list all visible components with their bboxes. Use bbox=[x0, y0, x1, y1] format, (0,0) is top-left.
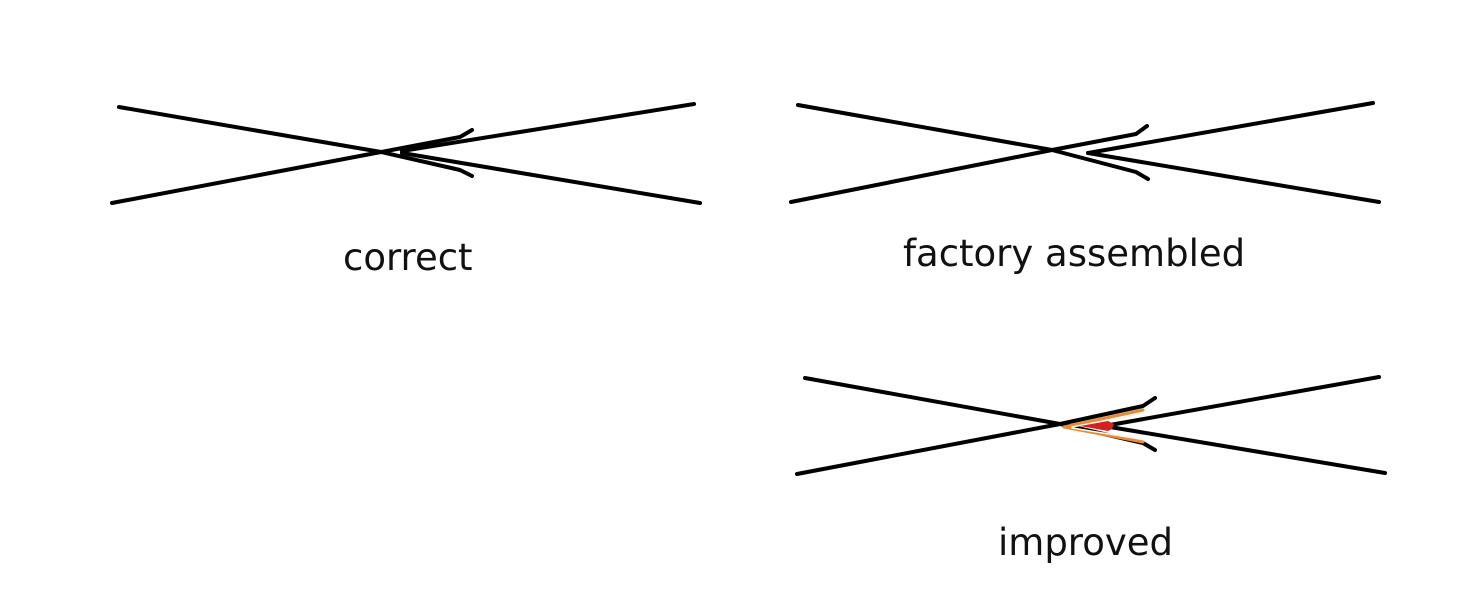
wire-left-top bbox=[117, 105, 383, 154]
panel-correct: correct bbox=[110, 102, 702, 279]
wire-right-bottom bbox=[400, 151, 702, 205]
wire-branch-upper bbox=[379, 128, 474, 154]
red-tip-marker bbox=[1080, 421, 1114, 431]
panel-improved: improved bbox=[795, 375, 1387, 564]
wire-branch-lower bbox=[1050, 148, 1150, 181]
wire-right-bottom bbox=[1086, 151, 1381, 204]
wire-right-top bbox=[1086, 101, 1375, 155]
label-correct: correct bbox=[343, 236, 473, 279]
crossing-diagram-factory bbox=[789, 101, 1381, 204]
wire-right-top bbox=[400, 102, 696, 153]
insulation-inner-lower bbox=[1071, 427, 1141, 440]
insulation-sleeve bbox=[1062, 408, 1145, 444]
wire-branch-upper bbox=[1050, 124, 1149, 152]
wire-branch-lower bbox=[379, 150, 474, 178]
wire-left-top bbox=[796, 103, 1054, 152]
wire-left-bottom bbox=[795, 422, 1062, 476]
insulation-upper bbox=[1062, 408, 1145, 429]
insulation-inner-upper bbox=[1071, 413, 1141, 428]
wire-left-bottom bbox=[110, 150, 383, 205]
crossing-diagram-correct bbox=[110, 102, 702, 205]
label-factory-assembled: factory assembled bbox=[903, 232, 1245, 275]
wire-right-top bbox=[1108, 375, 1381, 427]
label-improved: improved bbox=[998, 521, 1173, 564]
crossing-diagram-improved bbox=[795, 375, 1387, 476]
wire-left-bottom bbox=[789, 148, 1054, 204]
wire-right-bottom bbox=[1108, 425, 1387, 475]
panel-factory-assembled: factory assembled bbox=[789, 101, 1381, 275]
wire-left-top bbox=[803, 376, 1062, 426]
wire-branch-upper bbox=[1058, 396, 1157, 426]
